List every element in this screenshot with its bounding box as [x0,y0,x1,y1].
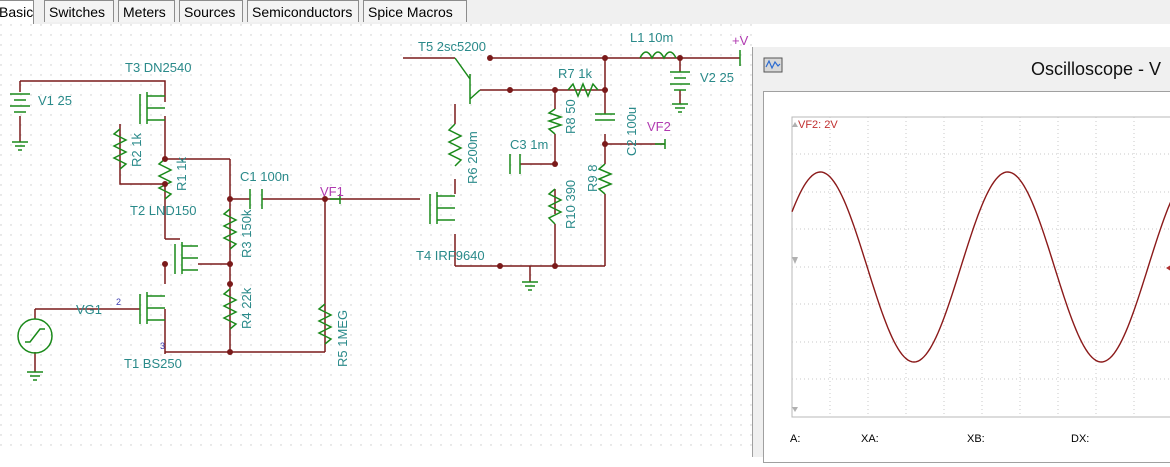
tab-meters[interactable]: Meters [118,0,175,22]
measure-dx: DX: [1071,433,1090,445]
label-vplus[interactable]: +V [732,33,749,48]
label-r10[interactable]: R10 390 [563,180,578,229]
scope-trace [791,171,1170,363]
scope-display-frame: VF2: 2V [763,91,1170,463]
label-t4[interactable]: T4 IRF9640 [416,248,485,263]
tab-switches[interactable]: Switches [44,0,114,22]
measure-a: A: [790,433,801,445]
label-r2[interactable]: R2 1k [129,133,144,167]
label-v2[interactable]: V2 25 [700,70,734,85]
label-vf2[interactable]: VF2 [647,119,671,134]
pin-label-2: 2 [116,297,121,307]
grid-background [0,24,760,454]
measure-xb: XB: [967,433,985,445]
label-t2[interactable]: T2 LND150 [130,203,196,218]
label-r5[interactable]: R5 1MEG [335,310,350,367]
label-r6[interactable]: R6 200m [465,131,480,184]
component-tab-bar: Basic Switches Meters Sources Semiconduc… [0,0,1170,24]
label-c3[interactable]: C3 1m [510,137,548,152]
label-r1[interactable]: R1 1k [174,157,189,191]
label-t5[interactable]: T5 2sc5200 [418,39,486,54]
tab-semiconductors[interactable]: Semiconductors [247,0,359,22]
pin-label-3: 3 [160,341,165,351]
junction-dots [162,55,683,355]
label-r3[interactable]: R3 150k [239,209,254,258]
tab-spice-macros[interactable]: Spice Macros [363,0,467,22]
schematic-canvas[interactable]: T3 DN2540 V1 25 R2 1k R1 1k T2 LND150 C1… [0,24,760,454]
measure-xa: XA: [861,433,879,445]
label-t3[interactable]: T3 DN2540 [125,60,191,75]
label-r7[interactable]: R7 1k [558,66,592,81]
scope-screen[interactable]: VF2: 2V [764,92,1170,462]
label-vf1[interactable]: VF1 [320,184,344,199]
channel-label: VF2: 2V [798,119,838,131]
tab-basic[interactable]: Basic [0,0,34,24]
label-vg1[interactable]: VG1 [76,302,102,317]
oscilloscope-title: Oscilloscope - V [1031,59,1162,79]
label-v1[interactable]: V1 25 [38,93,72,108]
trigger-marker-icon[interactable] [1166,263,1170,273]
oscilloscope-window[interactable]: Oscilloscope - V VF2: 2V A: XA: XB: DX: [752,47,1170,463]
label-l1[interactable]: L1 10m [630,30,673,45]
label-r9[interactable]: R9 8 [585,165,600,192]
tab-sources[interactable]: Sources [179,0,243,22]
label-t1[interactable]: T1 BS250 [124,356,182,371]
label-c1[interactable]: C1 100n [240,169,289,184]
label-c2[interactable]: C2 100u [624,107,639,156]
component-symbols [10,50,741,381]
label-r8[interactable]: R8 50 [563,99,578,134]
label-r4[interactable]: R4 22k [239,287,254,329]
oscilloscope-app-icon [763,57,783,73]
